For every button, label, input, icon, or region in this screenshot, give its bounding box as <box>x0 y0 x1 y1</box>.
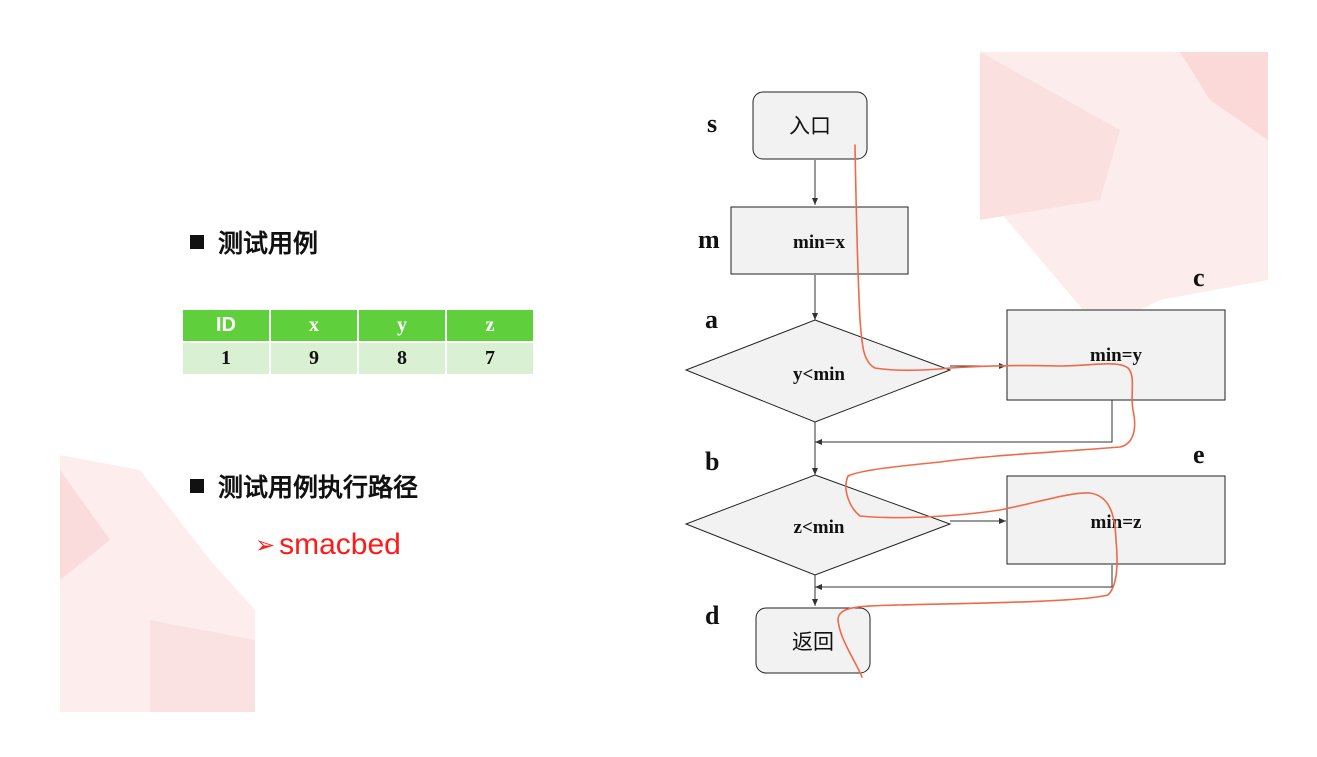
table-row: 1 9 8 7 <box>183 342 535 374</box>
node-c-label: c <box>1193 263 1205 292</box>
table-cell: 8 <box>358 342 447 374</box>
execution-path-heading-text: 测试用例执行路径 <box>218 473 419 502</box>
table-cell: 1 <box>183 342 271 374</box>
arrow-bullet-icon: ➢ <box>255 531 276 559</box>
execution-path-annotation <box>837 144 1136 678</box>
node-b-text: z<min <box>794 517 845 538</box>
node-b: z<min <box>684 474 952 576</box>
table-cell: 7 <box>446 342 535 374</box>
square-bullet-icon <box>190 479 204 493</box>
node-e-label: e <box>1193 440 1205 469</box>
edge-e-merge <box>815 565 1113 590</box>
table-header-row: ID x y z <box>183 310 535 343</box>
test-case-heading: 测试用例 <box>190 224 318 260</box>
decor-shape-left-dark <box>60 470 110 580</box>
test-case-table: ID x y z 1 9 8 7 <box>183 310 535 374</box>
table-header-cell: z <box>446 310 535 343</box>
node-m-label: m <box>698 225 720 254</box>
node-c: min=y <box>1006 309 1226 401</box>
table-cell: 9 <box>270 342 359 374</box>
table-header-cell: x <box>270 310 359 343</box>
node-a-label: a <box>705 305 718 334</box>
node-b-label: b <box>705 447 719 476</box>
node-d: 返回 <box>755 607 871 674</box>
node-e-text: min=z <box>1091 512 1142 533</box>
node-c-text: min=y <box>1090 345 1142 366</box>
node-m: min=x <box>730 206 909 275</box>
execution-path-item: ➢ smacbed <box>255 528 401 562</box>
node-d-label: d <box>705 601 720 630</box>
node-s-label: s <box>707 109 717 138</box>
decor-shape-left-mid <box>150 620 255 712</box>
node-s: 入口 <box>752 91 868 160</box>
node-d-text: 返回 <box>792 630 834 654</box>
execution-path-value: smacbed <box>279 528 401 561</box>
execution-path-heading: 测试用例执行路径 <box>190 468 418 504</box>
table-header-cell: y <box>358 310 447 343</box>
decor-shape-right-dark <box>1180 52 1268 140</box>
node-e: min=z <box>1006 475 1226 565</box>
flow-edges <box>812 160 1113 606</box>
node-s-text: 入口 <box>789 114 831 138</box>
table-header-cell: ID <box>183 310 271 343</box>
decor-shape-right-mid <box>980 52 1120 220</box>
test-case-heading-text: 测试用例 <box>218 229 319 258</box>
square-bullet-icon <box>190 235 204 249</box>
node-a: y<min <box>684 319 952 423</box>
node-m-text: min=x <box>793 232 845 253</box>
node-a-text: y<min <box>793 364 845 385</box>
edge-c-merge <box>815 400 1113 445</box>
